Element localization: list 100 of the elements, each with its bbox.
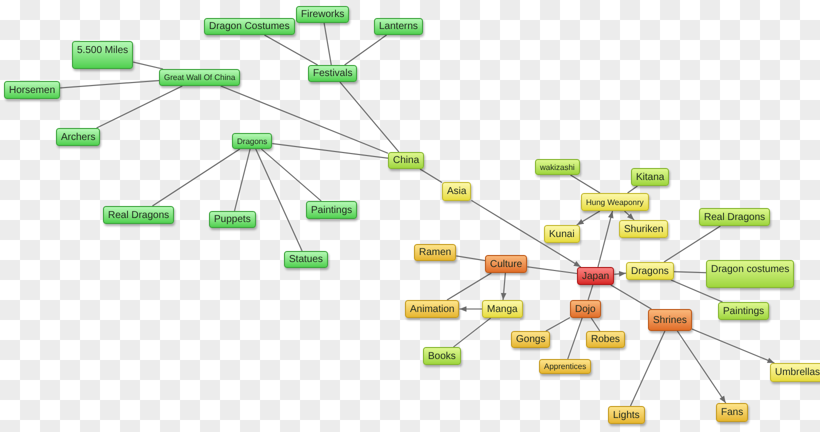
topic-box	[72, 41, 134, 69]
topic-box	[308, 65, 358, 82]
connector-line	[670, 280, 723, 302]
arrow	[459, 306, 482, 312]
topic-label: Archers	[61, 132, 96, 142]
connector-line	[664, 226, 721, 262]
arrow	[576, 210, 600, 226]
topic-label: Manga	[487, 304, 518, 314]
topic-label: China	[393, 155, 420, 166]
connector-line	[453, 318, 492, 348]
topic-box	[581, 193, 649, 211]
connector-line	[344, 34, 387, 66]
topic-label: Lights	[613, 410, 640, 420]
topic-label: Culture	[490, 258, 522, 270]
connector-line	[255, 148, 303, 252]
topic-box	[539, 359, 592, 374]
topic-label: Paintings	[723, 306, 764, 316]
connector-line	[339, 82, 400, 152]
connector-line	[446, 272, 492, 300]
connector-line	[272, 143, 388, 159]
topic-box	[306, 201, 358, 219]
topic-box	[284, 251, 328, 268]
connector-line	[674, 271, 706, 274]
connector-line	[567, 318, 583, 360]
topic-label: Shuriken	[624, 224, 664, 234]
topic-label: Dragon Costumes	[209, 21, 290, 32]
topic-label: Books	[428, 350, 456, 362]
connector-line	[610, 284, 652, 310]
connector-line	[627, 186, 638, 194]
connector-line	[96, 86, 183, 128]
topic-box	[209, 211, 256, 228]
topic-box	[442, 182, 472, 201]
connector-line	[420, 168, 442, 183]
arrow	[614, 271, 626, 277]
topic-box	[103, 206, 174, 224]
topic-label: Kunai	[549, 228, 575, 240]
topic-label: Umbrellas	[775, 367, 820, 378]
arrow	[692, 328, 775, 364]
topic-label: Paintings	[311, 204, 352, 216]
topic-label: Great Wall Of China	[164, 72, 236, 83]
topic-box	[718, 302, 770, 320]
topic-label: Apprentices	[544, 361, 586, 372]
arrow	[624, 210, 634, 220]
connector-line	[527, 266, 578, 274]
connector-line	[324, 22, 332, 66]
arrow	[471, 200, 582, 268]
topic-label: Kitana	[636, 172, 664, 182]
topic-label: Hung Weaponry	[586, 196, 644, 208]
topic-box	[159, 69, 240, 86]
connector-line	[60, 80, 160, 88]
topic-box	[4, 81, 60, 99]
topic-label: Festivals	[313, 68, 352, 79]
topic-label: wakizashi	[540, 162, 575, 172]
connector-line	[630, 330, 666, 406]
topic-box	[374, 18, 423, 35]
arrow	[597, 210, 614, 268]
topic-box	[204, 18, 295, 35]
topic-label: Fireworks	[301, 9, 344, 20]
topic-box	[699, 208, 770, 226]
topic-label: Puppets	[214, 214, 251, 225]
topic-box	[296, 6, 350, 23]
topic-box	[706, 260, 794, 288]
topic-label: Dojo	[575, 304, 596, 314]
topic-label: Statues	[289, 254, 323, 265]
connector-line	[590, 318, 600, 332]
topic-box	[56, 128, 100, 146]
topic-box	[485, 255, 528, 273]
topic-box	[608, 406, 645, 424]
topic-label: Japan	[582, 270, 610, 282]
topic-box	[716, 403, 748, 422]
topic-label: Real Dragons	[704, 212, 766, 222]
topic-box	[405, 300, 460, 318]
topic-box	[626, 262, 674, 280]
topic-box	[770, 363, 820, 382]
topic-box	[544, 225, 580, 243]
topic-box	[482, 300, 523, 318]
topic-box	[511, 331, 550, 348]
arrow	[500, 272, 506, 300]
connector-line	[546, 317, 570, 332]
connector-line	[152, 148, 240, 206]
topic-box	[586, 331, 625, 348]
topic-label: Dragon costumes	[711, 264, 790, 275]
connector-line	[220, 85, 388, 154]
topic-box	[619, 220, 668, 238]
topic-label: Fans	[721, 407, 744, 418]
topic-box	[648, 309, 692, 331]
topic-box	[577, 267, 614, 285]
topic-box	[414, 244, 456, 261]
topic-box	[535, 159, 580, 175]
topic-label: Dragons	[631, 266, 669, 276]
topic-box	[570, 300, 601, 318]
topic-box	[423, 347, 461, 365]
topic-label: Real Dragons	[108, 210, 170, 220]
topic-label: Gongs	[516, 334, 546, 345]
connector-line	[264, 34, 318, 66]
connector-line	[234, 148, 251, 212]
arrow	[676, 330, 726, 404]
topic-box	[232, 133, 272, 149]
connector-line	[570, 174, 600, 194]
topic-label: Animation	[410, 304, 454, 314]
